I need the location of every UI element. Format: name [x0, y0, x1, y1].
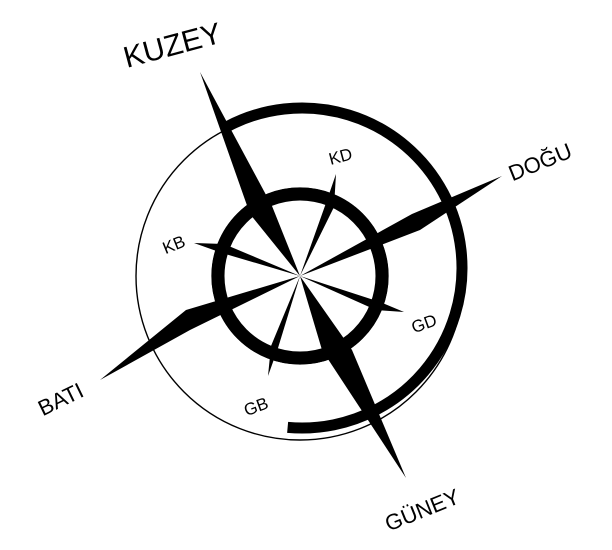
label-south: GÜNEY: [381, 484, 463, 537]
label-east: DOĞU: [505, 138, 576, 186]
label-northeast: KD: [327, 144, 355, 168]
label-west: BATI: [34, 378, 87, 421]
label-northwest: KB: [160, 232, 188, 258]
outer-thick-ring: [86, 52, 519, 485]
label-southwest: GB: [241, 394, 271, 420]
label-north: KUZEY: [120, 17, 225, 75]
label-southeast: GD: [409, 311, 439, 338]
